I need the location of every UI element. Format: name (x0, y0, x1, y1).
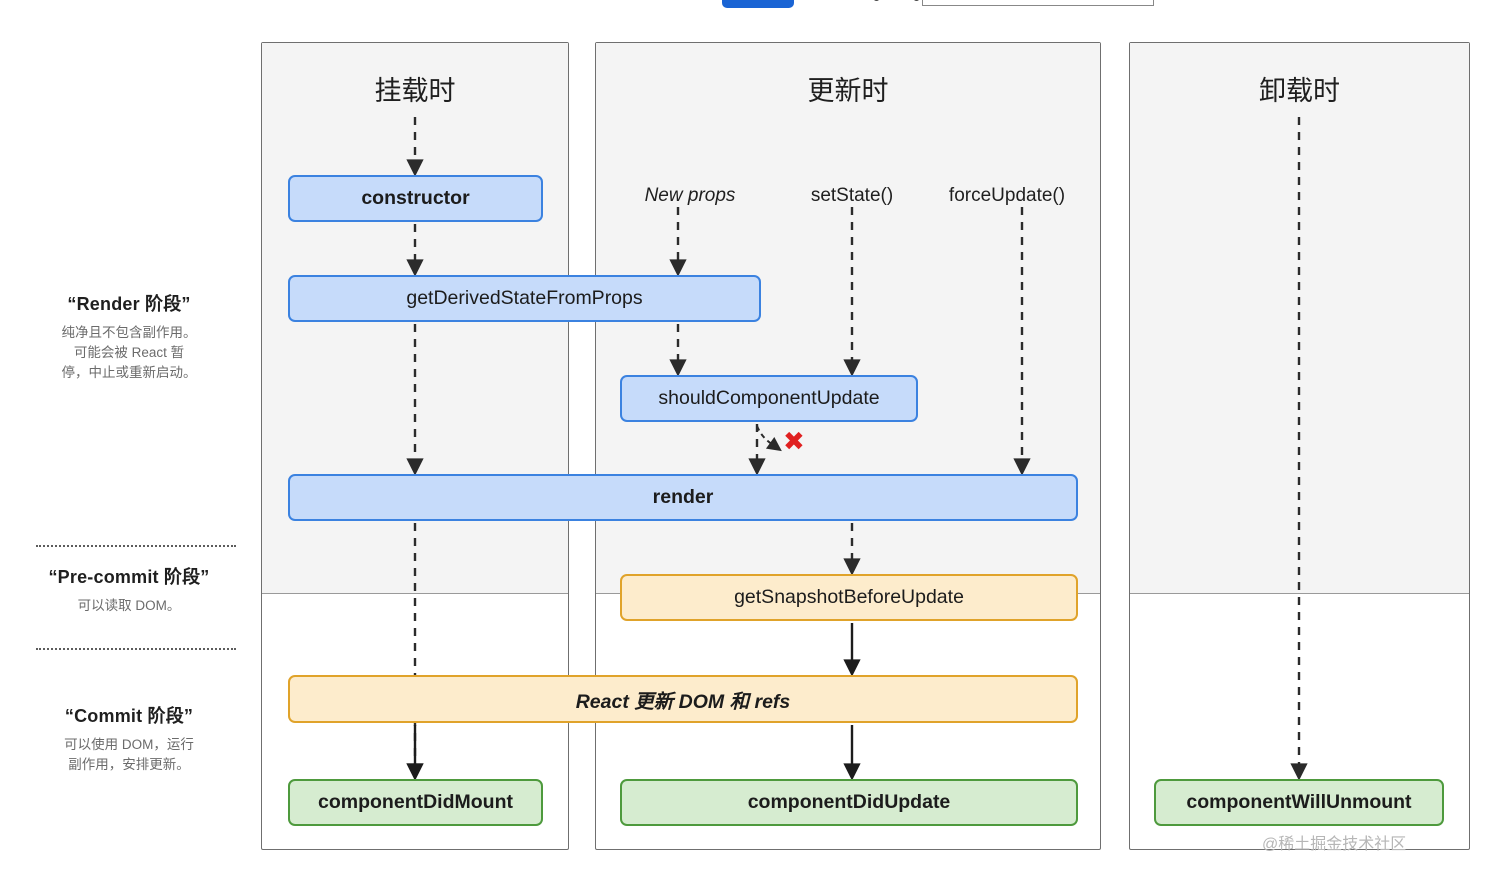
lifecycle-column-update: 更新时 (595, 42, 1101, 850)
trigger-label-force-update: forceUpdate() (948, 185, 1066, 206)
column-title-update: 更新时 (807, 76, 889, 106)
phase-desc-line: 可能会被 React 暂 (73, 345, 185, 360)
phase-desc-line: 副作用，安排更新。 (68, 757, 190, 772)
toolbar-primary-button[interactable] (722, 0, 794, 8)
lifecycle-column-unmount: 卸载时 (1129, 42, 1470, 850)
phase-desc-commit: 可以使用 DOM，运行 副作用，安排更新。 (14, 735, 244, 775)
lifecycle-box-constructor[interactable]: constructor (288, 175, 543, 222)
toolbar-fragment (0, 0, 1512, 8)
lifecycle-box-react-updates-dom-and-refs[interactable]: React 更新 DOM 和 refs (288, 675, 1078, 723)
column-title-mount: 挂载时 (374, 76, 456, 106)
phase-separator-top (36, 545, 236, 547)
abort-x-icon: ✖ (783, 426, 805, 456)
lifecycle-column-mount: 挂载时 (261, 42, 569, 850)
phase-title-commit: “Commit 阶段” (64, 706, 194, 726)
watermark: @稀土掘金技术社区 (1262, 836, 1407, 853)
phase-block-commit: “Commit 阶段” 可以使用 DOM，运行 副作用，安排更新。 (14, 702, 244, 775)
phase-block-pre-commit: “Pre-commit 阶段” 可以读取 DOM。 (14, 563, 244, 616)
lifecycle-box-get-derived-state-from-props[interactable]: getDerivedStateFromProps (288, 275, 761, 322)
phase-title-pre-commit: “Pre-commit 阶段” (48, 567, 210, 587)
lifecycle-box-get-snapshot-before-update[interactable]: getSnapshotBeforeUpdate (620, 574, 1078, 621)
phase-desc-line: 可以使用 DOM，运行 (64, 737, 194, 752)
lifecycle-box-component-will-unmount[interactable]: componentWillUnmount (1154, 779, 1444, 826)
toolbar-dot-icon-2[interactable] (913, 0, 920, 1)
phase-desc-pre-commit: 可以读取 DOM。 (14, 596, 244, 616)
toolbar-dot-icon-1[interactable] (873, 0, 880, 1)
phase-block-render: “Render 阶段” 纯净且不包含副作用。 可能会被 React 暂 停，中止… (14, 290, 244, 383)
render-phase-band (1130, 43, 1469, 594)
lifecycle-box-render[interactable]: render (288, 474, 1078, 521)
lifecycle-box-should-component-update[interactable]: shouldComponentUpdate (620, 375, 918, 422)
phase-label-column: “Render 阶段” 纯净且不包含副作用。 可能会被 React 暂 停，中止… (0, 40, 258, 850)
phase-separator-bottom (36, 648, 236, 650)
phase-desc-line: 停，中止或重新启动。 (61, 365, 197, 380)
trigger-label-set-state: setState() (810, 185, 894, 206)
phase-desc-line: 纯净且不包含副作用。 (61, 325, 197, 340)
lifecycle-box-component-did-update[interactable]: componentDidUpdate (620, 779, 1078, 826)
trigger-label-new-props: New props (644, 185, 736, 206)
toolbar-search-input[interactable] (922, 0, 1154, 6)
column-title-unmount: 卸载时 (1259, 76, 1340, 106)
lifecycle-box-component-did-mount[interactable]: componentDidMount (288, 779, 543, 826)
phase-desc-render: 纯净且不包含副作用。 可能会被 React 暂 停，中止或重新启动。 (14, 323, 244, 383)
phase-desc-line: 可以读取 DOM。 (77, 598, 181, 613)
phase-title-render: “Render 阶段” (67, 294, 191, 314)
